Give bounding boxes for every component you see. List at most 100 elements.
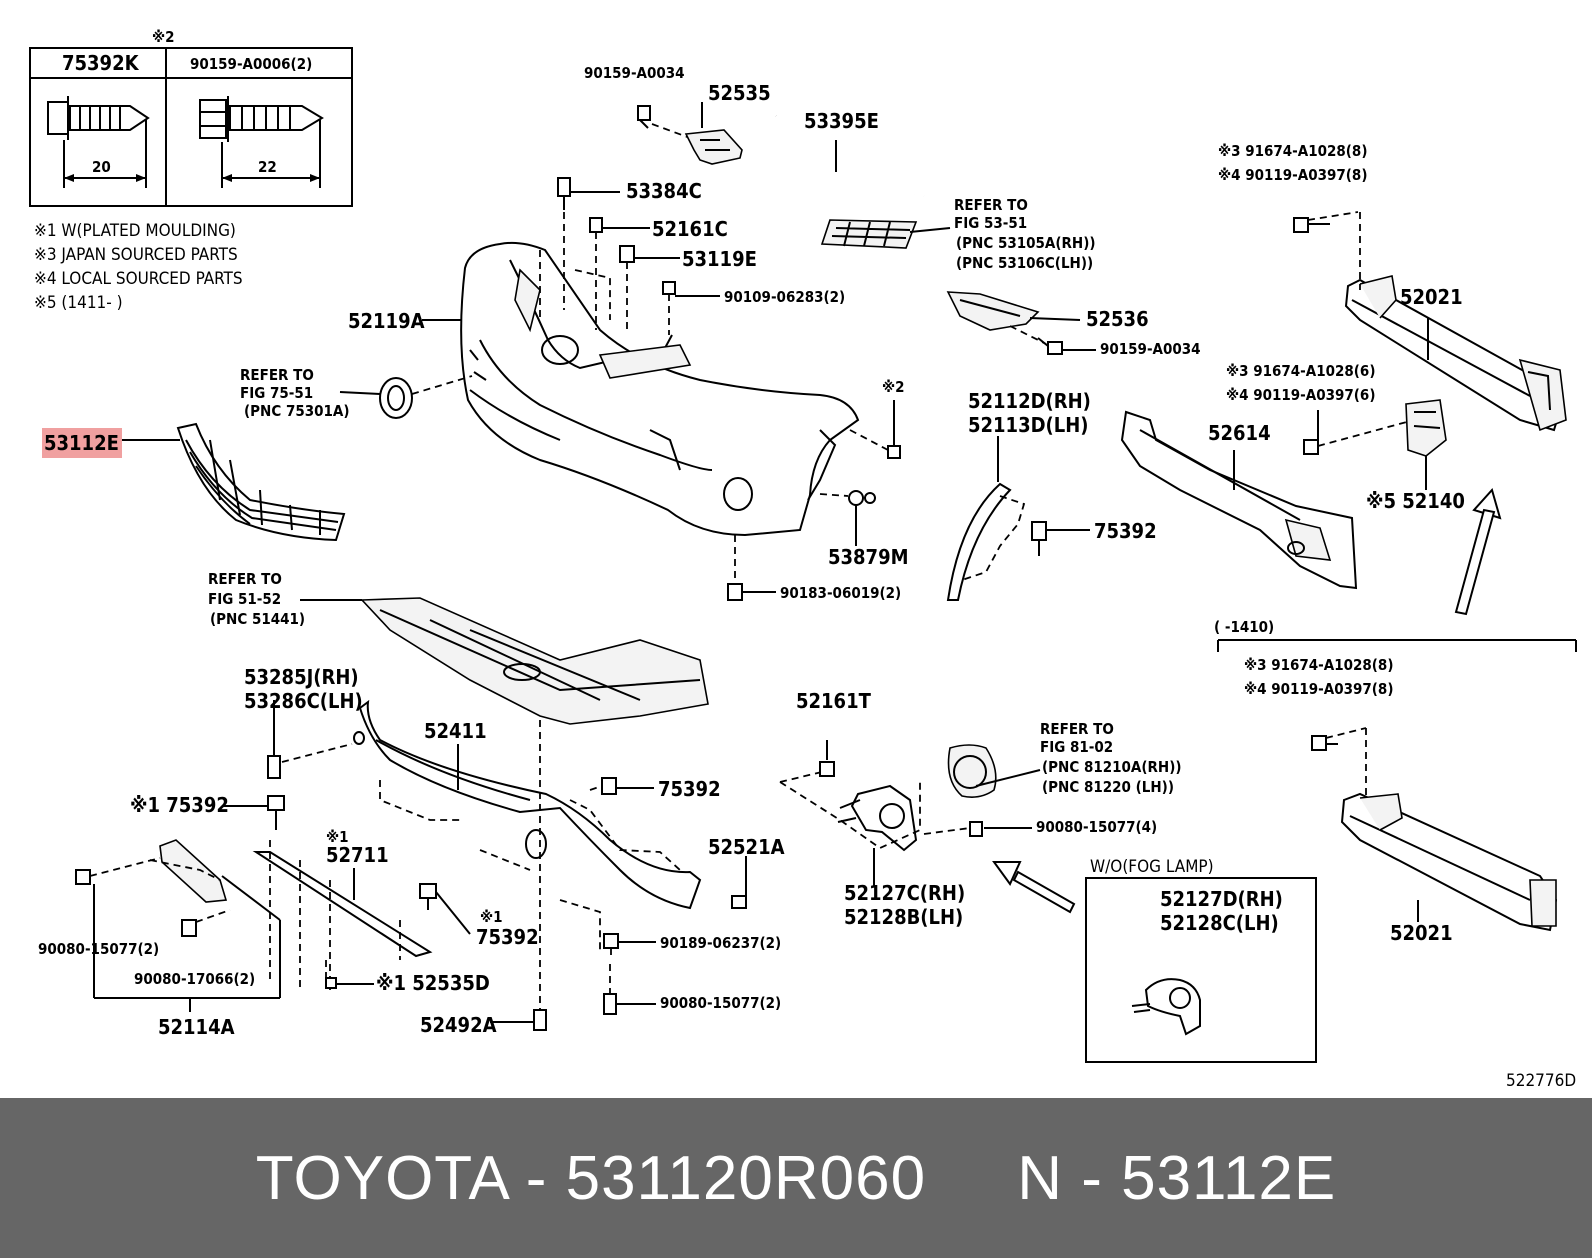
- label-refer-51-1: REFER TO: [208, 570, 282, 588]
- label-75392-m: 75392: [658, 777, 721, 801]
- footer-text: TOYOTA - 531120R060 N - 53112E: [255, 1143, 1337, 1213]
- highlight-53112e: [42, 428, 122, 458]
- lower-fasteners: [325, 895, 747, 1031]
- leader-lines: [120, 102, 1429, 1023]
- label-53879m: 53879M: [828, 545, 909, 569]
- label-90080-15077-2b: 90080-15077(2): [660, 994, 781, 1012]
- label-53395e: 53395E: [804, 109, 879, 133]
- label-refer-81-2: FIG 81-02: [1040, 738, 1113, 756]
- label-refer-81-3: (PNC 81210A(RH)): [1042, 758, 1182, 776]
- label-52114a: 52114A: [158, 1015, 235, 1039]
- clips-75392: [267, 777, 617, 910]
- label-x1-75392: ※1 75392: [130, 793, 229, 817]
- notes: ※1 W(PLATED MOULDING) ※3 JAPAN SOURCED P…: [34, 221, 243, 313]
- reinforcement-52021-bottom: [1311, 727, 1558, 932]
- label-90189-06237: 90189-06237(2): [660, 934, 781, 952]
- table-mark: ※2: [152, 28, 175, 46]
- label-wo-fog: W/O(FOG LAMP): [1090, 857, 1214, 877]
- label-75392-r: 75392: [1094, 519, 1157, 543]
- label-refer-51-2: FIG 51-52: [208, 590, 281, 608]
- label-52492a: 52492A: [420, 1013, 497, 1037]
- label-52140: ※5 52140: [1366, 489, 1465, 513]
- arrow-wo-fog-icon: [992, 861, 1076, 914]
- part-number-footer: TOYOTA - 531120R060 N - 53112E: [0, 1098, 1592, 1258]
- label-refer-53-2: FIG 53-51: [954, 214, 1027, 232]
- lower-grille-53112e: [176, 422, 346, 542]
- fog-lamp-ref: [923, 744, 997, 837]
- label-52021-bottom: 52021: [1390, 921, 1453, 945]
- note-3: ※3 JAPAN SOURCED PARTS: [34, 245, 238, 265]
- reinforcement-52021-top: [1293, 211, 1567, 432]
- table-col1-dim: 20: [92, 158, 111, 176]
- label-90159-a0034-b: 90159-A0034: [1100, 340, 1201, 358]
- label-refer-75-1: REFER TO: [240, 366, 314, 384]
- label-90080-15077-2a: 90080-15077(2): [38, 940, 159, 958]
- label-90080-17066: 90080-17066(2): [134, 970, 255, 988]
- label-52614: 52614: [1208, 421, 1271, 445]
- label-x4a: ※4 90119-A0397(8): [1218, 166, 1367, 184]
- label-refer-75-2: FIG 75-51: [240, 384, 313, 402]
- label-52536: 52536: [1086, 307, 1149, 331]
- bracket-52114a: [75, 839, 281, 1012]
- label-refer-75-3: (PNC 75301A): [244, 402, 350, 420]
- label-53119e: 53119E: [682, 247, 757, 271]
- bracket-52536: [946, 291, 1063, 355]
- label-53285j: 53285J(RH): [244, 665, 359, 689]
- label-90109-06283: 90109-06283(2): [724, 288, 845, 306]
- moulding-52711: [252, 840, 433, 990]
- label-52128c: 52128C(LH): [1160, 911, 1279, 935]
- label-52411: 52411: [424, 719, 487, 743]
- label-90080-15077-4: 90080-15077(4): [1036, 818, 1157, 836]
- note-1: ※1 W(PLATED MOULDING): [34, 221, 236, 241]
- label-x3c: ※3 91674-A1028(8): [1244, 656, 1393, 674]
- label-refer-53-1: REFER TO: [954, 196, 1028, 214]
- label-52535d: ※1 52535D: [376, 971, 490, 995]
- label-53286c: 53286C(LH): [244, 689, 363, 713]
- note-5: ※5 (1411- ): [34, 293, 123, 313]
- label-52161c: 52161C: [652, 217, 728, 241]
- label-52127d: 52127D(RH): [1160, 887, 1283, 911]
- label-90159-a0034-top: 90159-A0034: [584, 64, 685, 82]
- upper-fasteners: [539, 105, 925, 335]
- upper-grille-ref: [820, 219, 918, 249]
- bumper-cover-52119a: [460, 241, 860, 537]
- wo-fog-box: [1085, 877, 1317, 1063]
- label-53384c: 53384C: [626, 179, 702, 203]
- parts-diagram: ※2 75392K 90159-A0006(2) 20: [29, 28, 1577, 1091]
- label-52021-top: 52021: [1400, 285, 1463, 309]
- screw-75392k-icon: 20: [47, 96, 150, 188]
- note-4: ※4 LOCAL SOURCED PARTS: [34, 269, 243, 289]
- label-52161t: 52161T: [796, 689, 872, 713]
- label-52535: 52535: [708, 81, 771, 105]
- label-x4c: ※4 90119-A0397(8): [1244, 680, 1393, 698]
- label-diagram-code: 522776D: [1506, 1071, 1576, 1091]
- clip-53285j: [267, 743, 353, 779]
- label-52119a: 52119A: [348, 309, 425, 333]
- emblem-icon: [379, 375, 473, 419]
- label-refer-53-3: (PNC 53105A(RH)): [956, 234, 1096, 252]
- label-refer-81-4: (PNC 81220 (LH)): [1042, 778, 1174, 796]
- table-col2-dim: 22: [258, 158, 277, 176]
- label-x2: ※2: [882, 378, 905, 396]
- fog-bracket-52127c: [779, 740, 921, 852]
- label-refer-53-4: (PNC 53106C(LH)): [956, 254, 1093, 272]
- table-col2-part: 90159-A0006(2): [190, 55, 312, 73]
- label-90183-06019: 90183-06019(2): [780, 584, 901, 602]
- fastener-table: ※2 75392K 90159-A0006(2) 20: [29, 28, 353, 207]
- lower-bumper-52411: [353, 699, 702, 1010]
- label-x1-75392b: ※1: [480, 908, 503, 926]
- label-52127c: 52127C(RH): [844, 881, 965, 905]
- label-52112d: 52112D(RH): [968, 389, 1091, 413]
- label-x3a: ※3 91674-A1028(8): [1218, 142, 1367, 160]
- side-retainer-52112d: [946, 482, 1047, 601]
- absorber-52614: [1120, 410, 1358, 590]
- label-x3b: ※3 91674-A1028(6): [1226, 362, 1375, 380]
- label-x4b: ※4 90119-A0397(6): [1226, 386, 1375, 404]
- label-75392-b: 75392: [476, 925, 539, 949]
- range-bracket: [1217, 639, 1577, 652]
- label-53112e: 53112E: [44, 431, 119, 455]
- screw-90159-a0006-icon: 22: [199, 96, 324, 188]
- bracket-52140: [1303, 399, 1502, 616]
- label-52113d: 52113D(LH): [968, 413, 1089, 437]
- table-col1-part: 75392K: [62, 51, 140, 75]
